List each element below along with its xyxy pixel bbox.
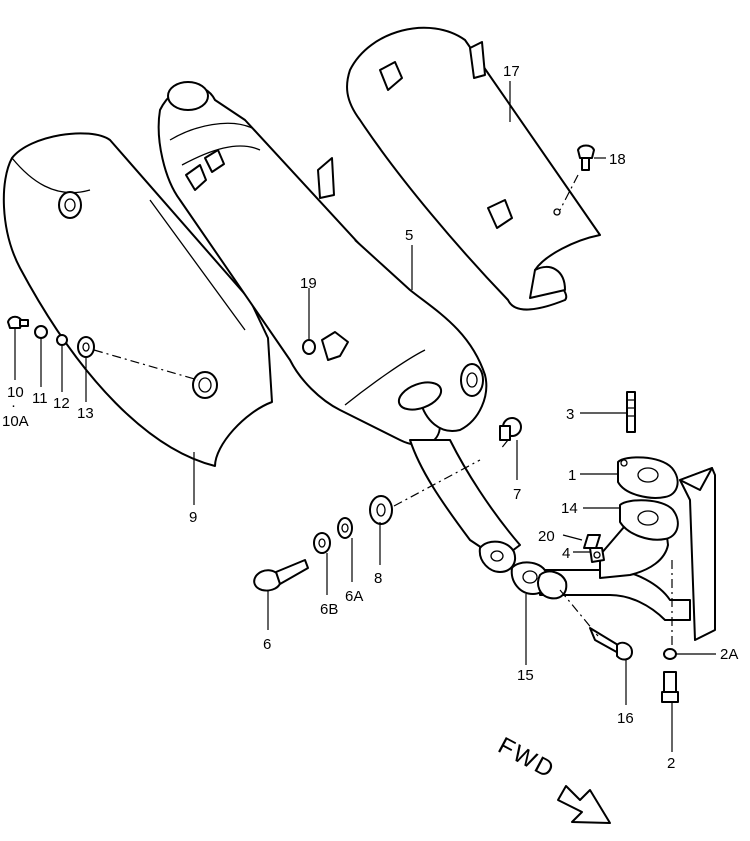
- label-4: 4: [562, 545, 570, 562]
- label-11: 11: [32, 390, 48, 407]
- muffler: [157, 81, 488, 446]
- label-6a: 6A: [345, 588, 363, 605]
- gasket-14: [619, 499, 679, 541]
- label-9: 9: [189, 509, 197, 526]
- callout-labels: 17 18 5 19 3 1 14 20 4 7 10 · 10A 11 12 …: [2, 63, 738, 772]
- label-17: 17: [503, 63, 520, 80]
- label-14: 14: [561, 500, 578, 517]
- label-18: 18: [609, 151, 626, 168]
- label-16: 16: [617, 710, 634, 727]
- label-10a: 10A: [2, 413, 29, 430]
- heat-shield-right: [346, 26, 601, 311]
- leader-lines: [14, 81, 716, 752]
- hardware: [7, 144, 679, 703]
- label-20: 20: [538, 528, 555, 545]
- forward-arrow-icon: [557, 785, 611, 824]
- label-5: 5: [405, 227, 413, 244]
- flange-1: [617, 456, 679, 499]
- label-19: 19: [300, 275, 317, 292]
- label-3: 3: [566, 406, 574, 423]
- label-6: 6: [263, 636, 271, 653]
- heat-shield-left: [2, 132, 273, 467]
- forward-direction: FWD: [494, 732, 611, 824]
- pipe-joint-ring: [478, 540, 568, 600]
- label-12: 12: [53, 395, 70, 412]
- label-15: 15: [517, 667, 534, 684]
- label-6b: 6B: [320, 601, 338, 618]
- label-13: 13: [77, 405, 94, 422]
- label-10: 10: [7, 384, 24, 401]
- label-8: 8: [374, 570, 382, 587]
- fwd-label: FWD: [494, 732, 560, 784]
- label-1: 1: [568, 467, 576, 484]
- assembly-lines: [93, 174, 673, 648]
- label-7: 7: [513, 486, 521, 503]
- label-separator: ·: [11, 397, 16, 414]
- label-2a: 2A: [720, 646, 738, 663]
- label-2: 2: [667, 755, 675, 772]
